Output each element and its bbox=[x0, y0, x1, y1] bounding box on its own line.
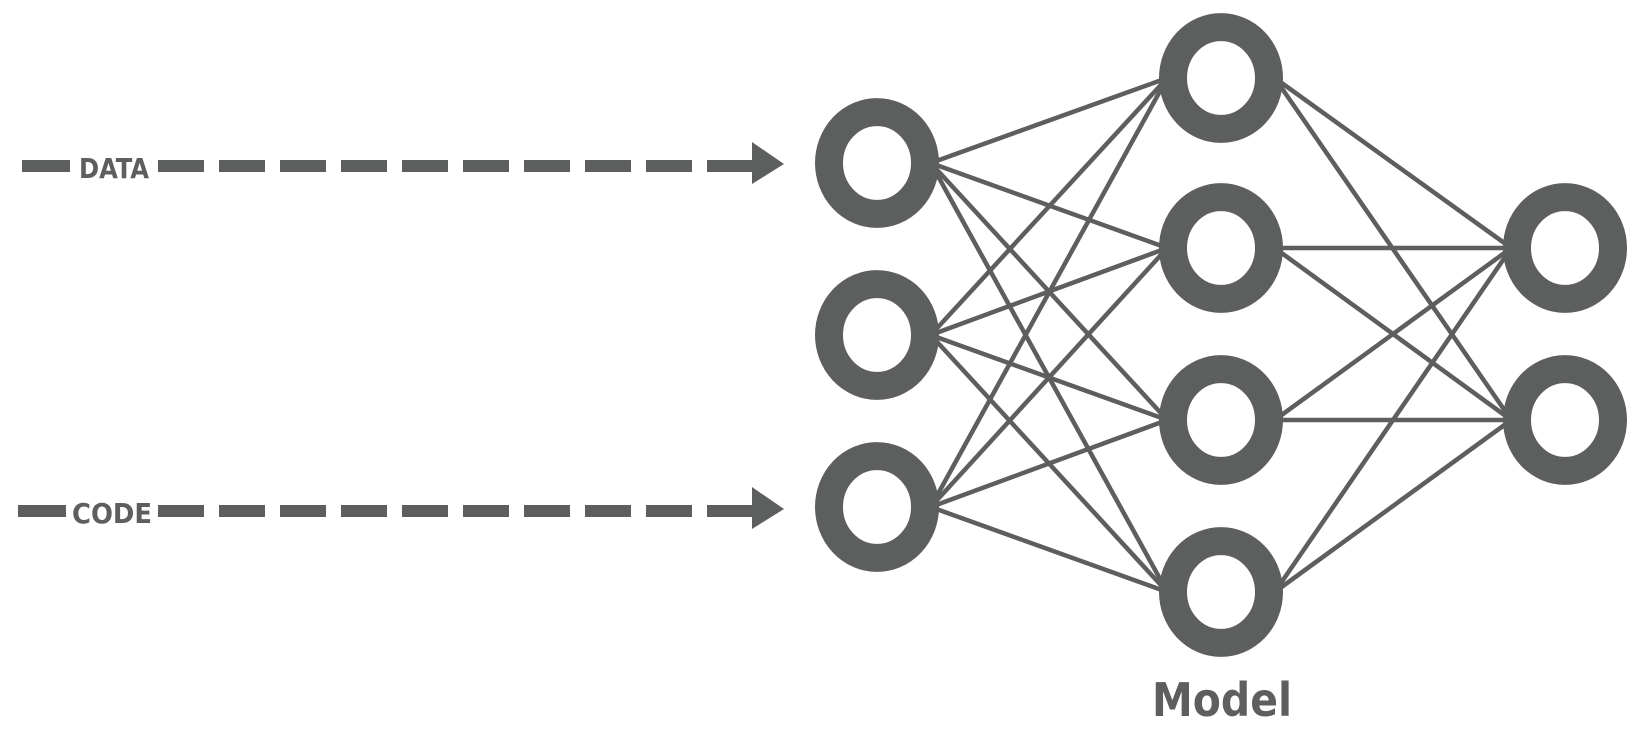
connection-l2-3-to-l3-1 bbox=[1273, 246, 1513, 422]
code-arrow-head bbox=[752, 487, 784, 529]
connection-l1-3-to-l2-4 bbox=[929, 504, 1169, 595]
connection-l1-3-to-l2-1 bbox=[928, 76, 1170, 509]
input-node-1 bbox=[815, 98, 939, 228]
input-node-3 bbox=[815, 442, 939, 572]
network-nodes bbox=[815, 13, 1627, 657]
output-node-2 bbox=[1503, 355, 1627, 485]
connection-l1-2-to-l2-1 bbox=[929, 76, 1169, 337]
data-arrow-head bbox=[752, 142, 784, 184]
connection-l2-1-to-l3-1 bbox=[1273, 76, 1513, 250]
code-label: CODE bbox=[72, 497, 152, 530]
data-label: DATA bbox=[79, 152, 149, 185]
model-label: Model bbox=[1152, 673, 1292, 727]
connection-l2-4-to-l3-2 bbox=[1273, 418, 1513, 594]
output-node-1 bbox=[1503, 183, 1627, 313]
input-node-2 bbox=[815, 270, 939, 400]
connection-l1-3-to-l2-3 bbox=[929, 417, 1169, 510]
connection-l2-4-to-l3-1 bbox=[1272, 246, 1514, 594]
hidden-node-1 bbox=[1159, 13, 1283, 143]
hidden-node-2 bbox=[1159, 183, 1283, 313]
network-connections bbox=[928, 75, 1514, 595]
data-arrow: DATA bbox=[22, 142, 784, 185]
hidden-node-4 bbox=[1159, 527, 1283, 657]
connection-l1-1-to-l2-1 bbox=[929, 75, 1169, 166]
hidden-node-3 bbox=[1159, 355, 1283, 485]
connection-l1-3-to-l2-2 bbox=[929, 246, 1169, 509]
code-arrow: CODE bbox=[18, 487, 784, 530]
